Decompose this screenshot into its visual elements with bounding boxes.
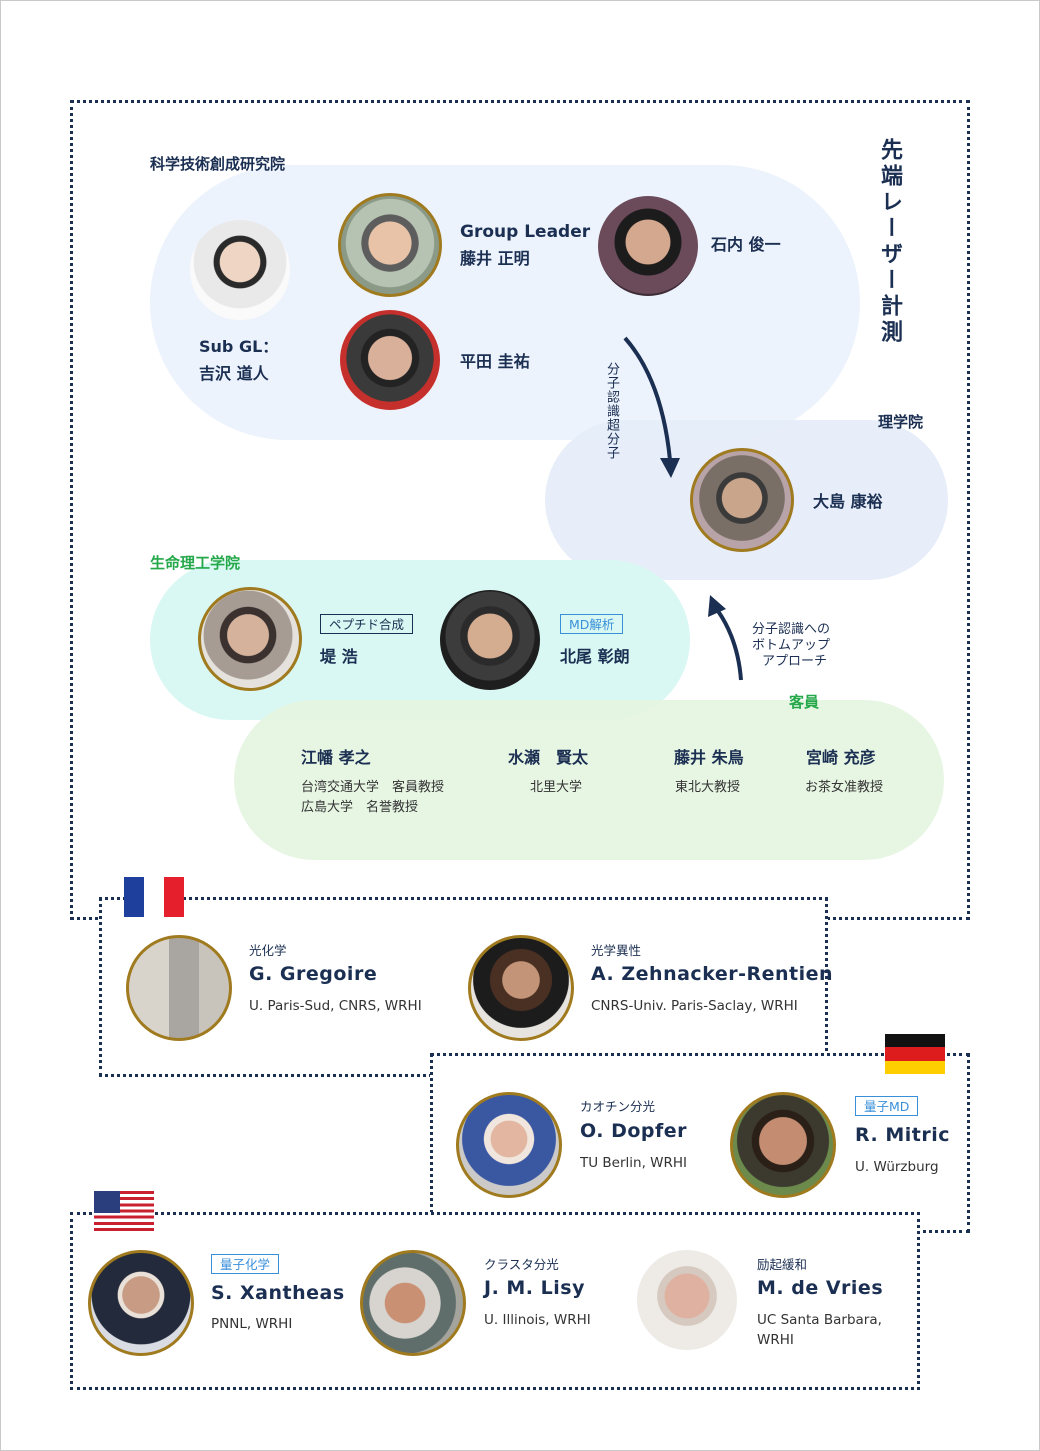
guest-affiliation: 台湾交通大学 客員教授 <box>301 780 445 795</box>
researcher-affiliation: U. Würzburg <box>855 1159 939 1175</box>
researcher-field: 光化学 <box>249 943 287 958</box>
researcher-name: M. de Vries <box>757 1277 884 1299</box>
gl-label: Group Leader <box>460 222 591 242</box>
researcher-affiliation: U. Paris-Sud, CNRS, WRHI <box>249 998 422 1014</box>
researcher-field: 光学異性 <box>591 943 642 958</box>
france-flag <box>124 877 184 917</box>
guest-name: 江幡 孝之 <box>301 748 371 767</box>
photo-mitric <box>730 1092 836 1198</box>
researcher-affiliation: CNRS-Univ. Paris-Saclay, WRHI <box>591 998 798 1014</box>
guest-affiliation: 東北大教授 <box>675 780 741 795</box>
researcher-field: カオチン分光 <box>580 1099 656 1114</box>
supramolecular-label: 分子認識超分子 <box>604 362 619 460</box>
photo-hirata <box>340 310 440 410</box>
researcher-name: S. Xantheas <box>211 1282 345 1304</box>
usa-flag <box>94 1191 154 1231</box>
bottom-up-label-3: アプローチ <box>762 654 828 669</box>
sub-gl-label: Sub GL： <box>199 337 279 356</box>
bottom-up-arrow <box>708 595 743 681</box>
photo-yoshizawa <box>190 220 290 320</box>
guests-label: 客員 <box>789 693 820 711</box>
bottom-up-label-2: ボトムアップ <box>752 638 831 653</box>
guest-affiliation: お茶女准教授 <box>805 780 884 795</box>
school-science-label: 理学院 <box>878 413 924 431</box>
photo-tsutsumi <box>198 587 302 691</box>
ishiuchi-name: 石内 俊一 <box>711 235 781 254</box>
oshima-name: 大島 康裕 <box>813 492 883 511</box>
guest-blob <box>234 700 944 860</box>
photo-dopfer <box>456 1092 562 1198</box>
guest-affiliation: 北里大学 <box>530 780 583 795</box>
hirata-name: 平田 圭祐 <box>460 352 530 371</box>
photo-lisy <box>360 1250 466 1356</box>
tag-peptide: ペプチド合成 <box>320 614 414 634</box>
photo-zehnacker <box>468 935 574 1041</box>
researcher-name: R. Mitric <box>855 1124 950 1146</box>
guest-name: 藤井 朱鳥 <box>674 748 744 767</box>
photo-oshima <box>690 448 794 552</box>
researcher-affiliation: WRHI <box>757 1332 794 1348</box>
researcher-name: A. Zehnacker-Rentien <box>591 963 834 985</box>
photo-xantheas <box>88 1250 194 1356</box>
researcher-name: G. Gregoire <box>249 963 378 985</box>
photo-devries <box>637 1250 737 1350</box>
supramolecular-arrow <box>623 336 680 478</box>
researcher-name: J. M. Lisy <box>484 1277 585 1299</box>
kitao-name: 北尾 彰朗 <box>560 647 630 666</box>
tsutsumi-name: 堤 浩 <box>320 647 358 666</box>
guest-name: 水瀬 賢太 <box>508 748 589 767</box>
gl-name: 藤井 正明 <box>460 249 530 268</box>
vertical-title: 先端レーザー計測 <box>877 138 902 346</box>
tag-md: MD解析 <box>560 614 624 634</box>
photo-gregoire <box>126 935 232 1041</box>
researcher-affiliation: U. Illinois, WRHI <box>484 1312 591 1328</box>
guest-affiliation: 広島大学 名誉教授 <box>301 800 419 815</box>
germany-flag <box>885 1034 945 1074</box>
photo-ishiuchi <box>598 196 698 296</box>
researcher-affiliation: UC Santa Barbara, <box>757 1312 882 1328</box>
photo-fujii <box>338 193 442 297</box>
researcher-affiliation: TU Berlin, WRHI <box>580 1155 688 1171</box>
bottom-up-label-1: 分子認識への <box>752 622 831 637</box>
institute-label: 科学技術創成研究院 <box>150 155 286 173</box>
researcher-affiliation: PNNL, WRHI <box>211 1316 293 1332</box>
photo-kitao <box>440 590 540 690</box>
researcher-field: 励起緩和 <box>757 1257 808 1272</box>
sub-gl-name: 吉沢 道人 <box>199 364 269 383</box>
school-life-label: 生命理工学院 <box>150 554 241 572</box>
researcher-name: O. Dopfer <box>580 1120 688 1142</box>
usa-group-border <box>70 1212 920 1390</box>
guest-name: 宮崎 充彦 <box>806 748 876 767</box>
tag-quantum-chem: 量子化学 <box>211 1254 280 1274</box>
researcher-field: クラスタ分光 <box>484 1257 559 1272</box>
tag-quantum-md: 量子MD <box>855 1096 919 1116</box>
